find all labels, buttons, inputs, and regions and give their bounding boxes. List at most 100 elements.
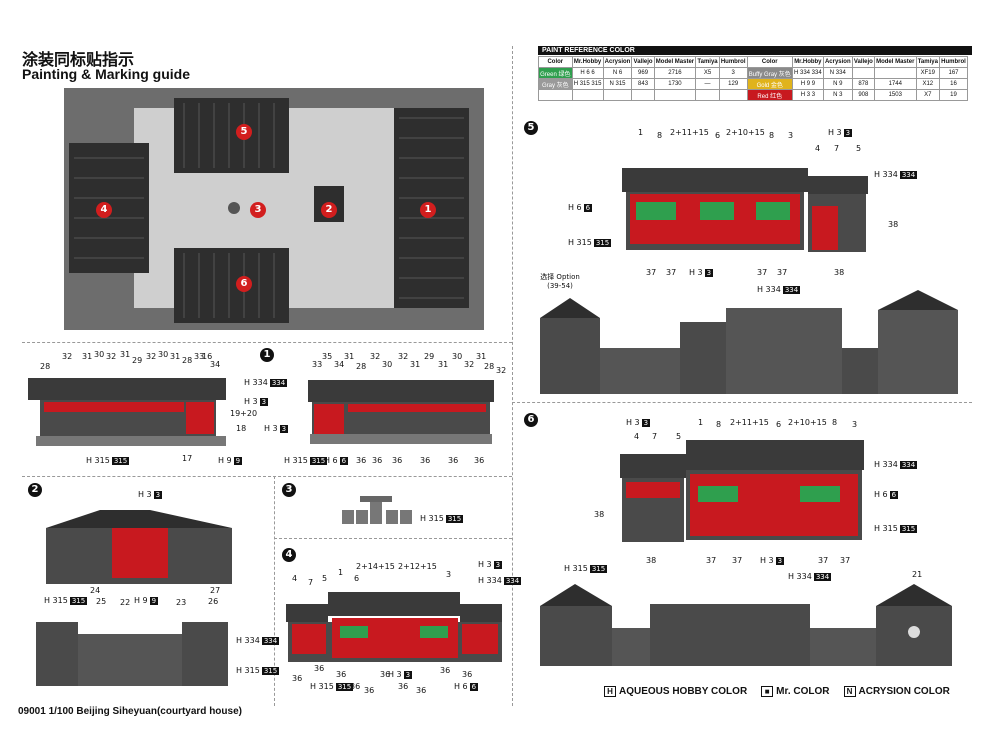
step2-wall <box>36 622 228 686</box>
s4-label: 7 <box>308 578 314 587</box>
divider-h4 <box>512 402 972 403</box>
s2-label: 24 <box>90 586 101 595</box>
s6-label: 37 <box>732 556 743 565</box>
s5-label: 37 <box>777 268 788 277</box>
cell-red: Red 红色 <box>746 89 793 101</box>
s1b-label: 31 <box>476 352 487 361</box>
s4-label: 36 <box>440 666 451 675</box>
s6-label: 8 <box>716 420 722 429</box>
s1-label: 17 <box>182 454 193 463</box>
s5-label: 8 <box>657 131 663 140</box>
s6-label: 37 <box>706 556 717 565</box>
step3-table <box>342 496 412 524</box>
s1b-label: 28 <box>356 362 367 371</box>
table-cell <box>631 89 655 101</box>
table-cell: X7 <box>915 89 941 101</box>
step-5-marker: 5 <box>524 121 538 135</box>
s4-label: 36 <box>398 682 409 691</box>
step-6-marker: 6 <box>524 413 538 427</box>
plan-marker-2: 2 <box>321 202 337 218</box>
table-cell <box>571 89 604 101</box>
s1-label: 16 <box>202 352 213 361</box>
step-4-marker: 4 <box>282 548 296 562</box>
s5-label: 37 <box>757 268 768 277</box>
s1b-label: 30 <box>452 352 463 361</box>
s1-label: 33 <box>194 352 205 361</box>
s1b-label: 32 <box>496 366 507 375</box>
step1-house-a <box>28 378 226 446</box>
s1-label: 30 <box>158 350 169 359</box>
s5-label: 8 <box>769 131 775 140</box>
table-cell: 167 <box>939 67 968 79</box>
step6-wall-row <box>540 584 952 666</box>
s4-label: 36 <box>364 686 375 695</box>
step4-house <box>286 592 502 662</box>
s1b-label: 35 <box>322 352 333 361</box>
s1b-label: 36 <box>392 456 403 465</box>
s1b-label: 32 <box>398 352 409 361</box>
table-cell: 908 <box>851 89 875 101</box>
s4-label: 36 <box>336 670 347 679</box>
table-cell <box>695 89 720 101</box>
plan-marker-1: 1 <box>420 202 436 218</box>
s1b-label: 36 <box>372 456 383 465</box>
s1b-label: 36 <box>448 456 459 465</box>
paint-table-title: PAINT REFERENCE COLOR <box>538 46 972 55</box>
courtyard-plan-view: 1 2 3 4 5 6 <box>64 88 484 330</box>
table-cell: H 3 3 <box>791 89 824 101</box>
s5-label: 3 <box>788 131 794 140</box>
s5-label: 1 <box>638 128 644 137</box>
s6-label: 37 <box>818 556 829 565</box>
s6-label: 8 <box>832 418 838 427</box>
s6-label: 38 <box>646 556 657 565</box>
s1b-label: 34 <box>334 360 345 369</box>
s4-label: 4 <box>292 574 298 583</box>
s4-label: 36 <box>380 670 391 679</box>
s1-label: 30 <box>94 350 105 359</box>
s4-label: 36 <box>314 664 325 673</box>
s5-label: 6 <box>715 131 721 140</box>
s4-label: 5 <box>322 574 328 583</box>
s1-label: 32 <box>106 352 117 361</box>
s6-label: 5 <box>676 432 682 441</box>
table-cell: 19 <box>939 89 968 101</box>
s4-label: 2+14+15 <box>356 562 395 571</box>
s1b-label: 31 <box>438 360 449 369</box>
plan-marker-5: 5 <box>236 124 252 140</box>
s1-label: 31 <box>120 350 131 359</box>
s6-label: 2+10+15 <box>788 418 827 427</box>
s6-label: 4 <box>634 432 640 441</box>
s2-label: 23 <box>176 598 187 607</box>
step-1-marker: 1 <box>260 348 274 362</box>
s6-label: 38 <box>594 510 605 519</box>
s4-label: 36 <box>350 682 361 691</box>
s1-label: 19+20 <box>230 409 258 418</box>
step1-house-b <box>308 380 494 444</box>
step5-wall-row <box>540 290 958 394</box>
s2-label: 26 <box>208 597 219 606</box>
s5-label: 7 <box>834 144 840 153</box>
s1-label: 31 <box>170 352 181 361</box>
s1b-label: 29 <box>424 352 435 361</box>
s1-label: 32 <box>146 352 157 361</box>
paint-reference-table: Color Mr.Hobby Acrysion Vallejo Model Ma… <box>538 56 968 101</box>
s5-label: 37 <box>666 268 677 277</box>
step-2-marker: 2 <box>28 483 42 497</box>
divider-h1 <box>22 342 512 343</box>
